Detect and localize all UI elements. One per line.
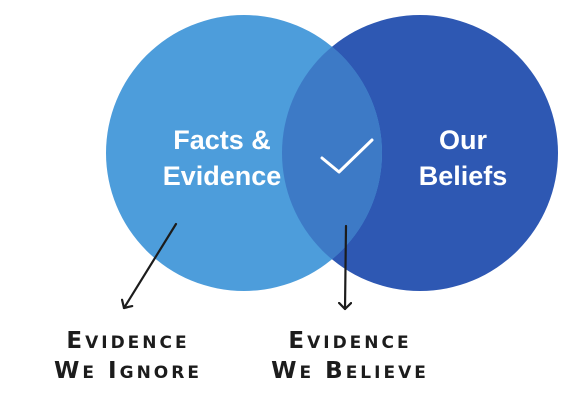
ignore-l2-i-initial: I [108, 358, 120, 384]
believe-arrow [345, 224, 346, 311]
believe-annotation-line2: WE BELIEVE [271, 358, 429, 384]
believe-l1-initial: E [288, 328, 307, 354]
ignore-l1-rest: VIDENCE [85, 333, 190, 353]
beliefs-label-line1: Our [439, 125, 487, 155]
believe-annotation-line1: EVIDENCE [288, 328, 411, 354]
checkmark-icon [320, 138, 374, 174]
ignore-l2-w-initial: W [54, 358, 82, 384]
evidence-label-line1: Facts & [173, 125, 271, 155]
beliefs-label-line2: Beliefs [419, 161, 508, 191]
believe-l1-rest: VIDENCE [307, 333, 412, 353]
evidence-label-line2: Evidence [163, 161, 282, 191]
believe-l2-w-rest: E [300, 363, 315, 383]
overlap-region [282, 15, 382, 291]
ignore-l1-initial: E [66, 328, 85, 354]
believe-l2-w-initial: W [271, 358, 299, 384]
ignore-arrow [124, 222, 178, 310]
believe-l2-b-rest: ELIEVE [346, 363, 429, 383]
believe-l2-b-initial: B [325, 358, 346, 384]
ignore-l2-i-rest: GNORE [120, 363, 202, 383]
ignore-annotation-line2: WE IGNORE [54, 358, 202, 384]
ignore-annotation-line1: EVIDENCE [66, 328, 189, 354]
ignore-l2-w-rest: E [82, 363, 97, 383]
